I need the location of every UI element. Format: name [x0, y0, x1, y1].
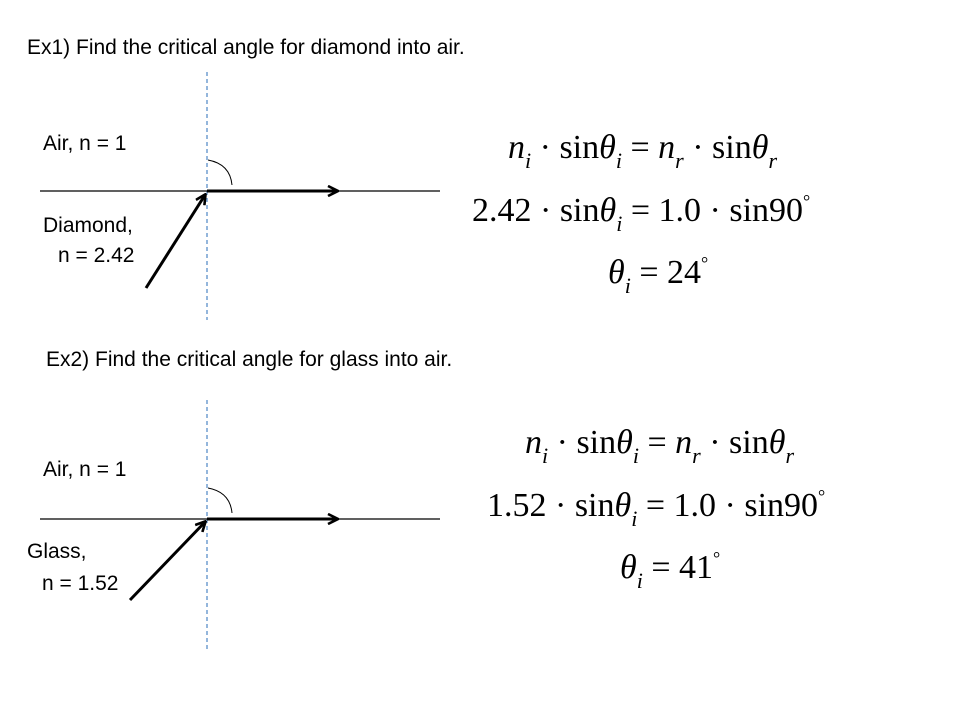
equals-sign: = [645, 487, 666, 524]
subscript: i [632, 443, 639, 468]
example1-substituted-equation: 2.42 · sinθi = 1.0 · sin90° [472, 192, 810, 235]
example1-top-medium-label: Air, n = 1 [43, 132, 127, 155]
dot-operator: · [724, 487, 736, 524]
result-value: 41 [679, 549, 714, 586]
equals-sign: = [630, 129, 650, 166]
example2-snell-law-equation: ni · sinθi = nr · sinθr [525, 426, 794, 467]
index-value: 2.42 [472, 192, 532, 229]
dot-operator: · [555, 487, 567, 524]
example1-bottom-medium-index: n = 2.42 [58, 244, 135, 267]
equals-sign: = [639, 254, 659, 291]
theta-symbol: θ [751, 129, 769, 166]
theta-symbol: θ [616, 424, 633, 461]
subscript: r [785, 443, 794, 468]
degree-symbol: ° [701, 253, 709, 273]
example2-bottom-medium-index: n = 1.52 [42, 572, 119, 595]
sin-function: sin [559, 192, 600, 229]
example2-heading: Ex2) Find the critical angle for glass i… [46, 348, 453, 371]
sin-function: sin [576, 424, 617, 461]
example1-angle-arc [207, 159, 233, 186]
subscript: i [616, 211, 623, 236]
equals-sign: = [647, 424, 667, 461]
dot-operator: · [709, 424, 721, 461]
dot-operator: · [709, 192, 721, 229]
sin-function: sin [574, 487, 615, 524]
degree-symbol: ° [713, 548, 721, 568]
dot-operator: · [692, 129, 704, 166]
n-symbol: n [658, 129, 676, 166]
equals-sign: = [651, 549, 671, 586]
theta-symbol: θ [599, 129, 616, 166]
dot-operator: · [539, 129, 551, 166]
example1-incident-ray [144, 195, 205, 289]
equals-sign: = [630, 192, 651, 229]
index-value: 1.0 [673, 487, 717, 524]
subscript: r [675, 148, 684, 173]
theta-symbol: θ [768, 424, 786, 461]
subscript: i [615, 148, 622, 173]
subscript: r [692, 443, 701, 468]
n-symbol: n [525, 424, 542, 461]
angle-value: 90 [769, 192, 804, 229]
subscript: r [768, 148, 777, 173]
theta-symbol: θ [614, 487, 632, 524]
subscript: i [636, 568, 643, 593]
subscript: i [624, 273, 631, 298]
example2-incident-ray [128, 522, 205, 602]
example2-top-medium-label: Air, n = 1 [43, 458, 127, 481]
theta-symbol: θ [599, 192, 617, 229]
subscript: i [631, 506, 638, 531]
theta-symbol: θ [620, 549, 637, 586]
example2-bottom-medium-label: Glass, [27, 540, 87, 563]
index-value: 1.52 [487, 487, 547, 524]
degree-symbol: ° [818, 486, 826, 506]
example1-result-equation: θi = 24° [608, 254, 708, 297]
subscript: i [525, 148, 532, 173]
n-symbol: n [675, 424, 693, 461]
sin-function: sin [729, 424, 769, 461]
sin-function: sin [744, 487, 785, 524]
example1-heading: Ex1) Find the critical angle for diamond… [27, 36, 465, 59]
index-value: 1.0 [658, 192, 702, 229]
example2-substituted-equation: 1.52 · sinθi = 1.0 · sin90° [487, 487, 825, 530]
dot-operator: · [556, 424, 568, 461]
example2-result-equation: θi = 41° [620, 549, 720, 592]
example2-angle-arc [207, 487, 233, 514]
theta-symbol: θ [608, 254, 625, 291]
result-value: 24 [667, 254, 702, 291]
degree-symbol: ° [803, 191, 811, 211]
subscript: i [542, 443, 549, 468]
angle-value: 90 [784, 487, 819, 524]
n-symbol: n [508, 129, 525, 166]
example1-snell-law-equation: ni · sinθi = nr · sinθr [508, 131, 777, 172]
sin-function: sin [729, 192, 770, 229]
sin-function: sin [712, 129, 752, 166]
sin-function: sin [559, 129, 600, 166]
example1-bottom-medium-label: Diamond, [43, 214, 133, 237]
dot-operator: · [540, 192, 552, 229]
